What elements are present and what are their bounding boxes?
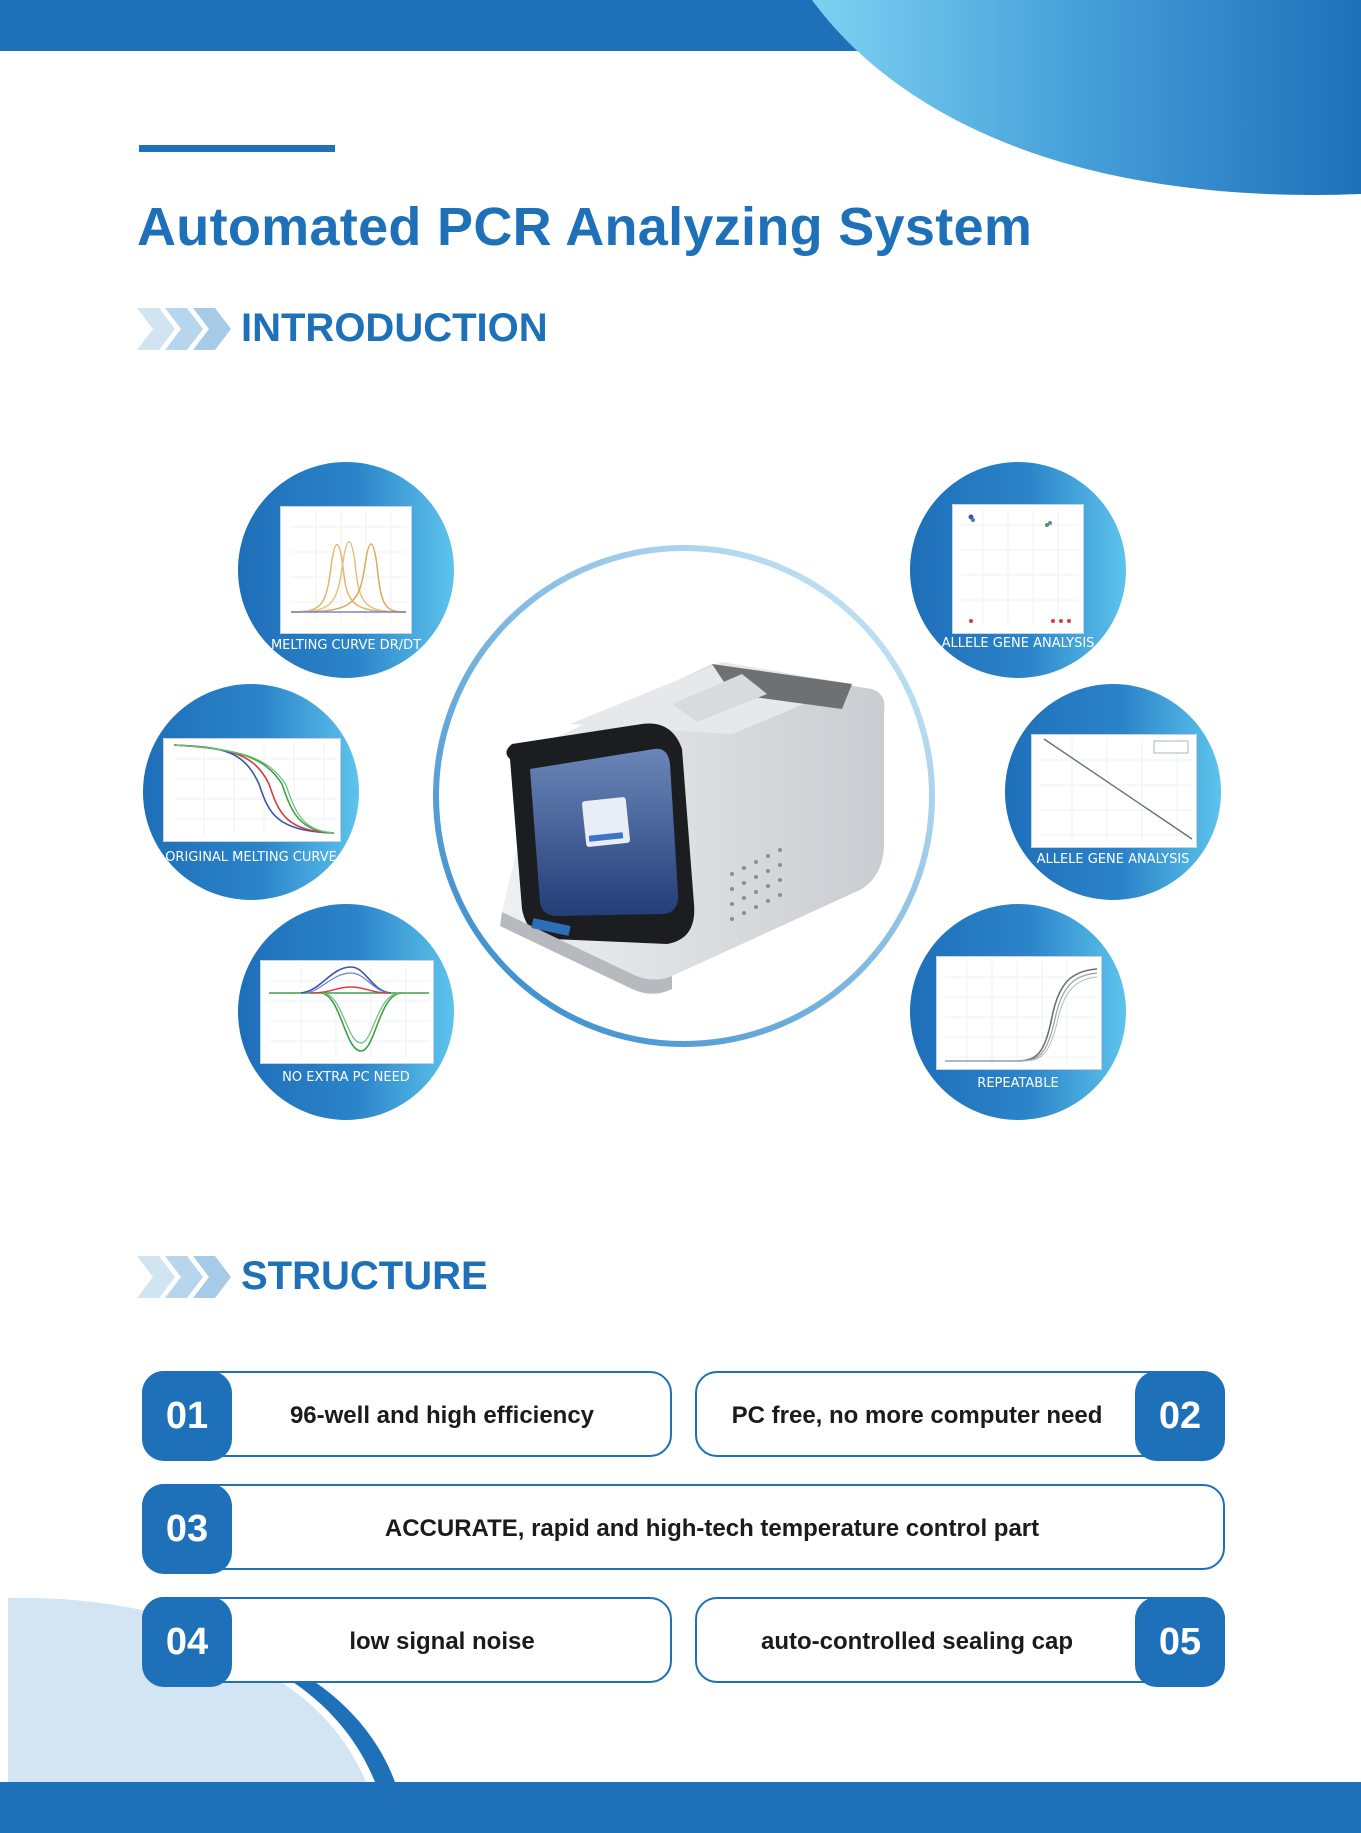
- structure-item-03: 03 ACCURATE, rapid and high-tech tempera…: [142, 1484, 1225, 1574]
- item-text: PC free, no more computer need: [731, 1402, 1103, 1429]
- feature-caption: ALLELE GENE ANALYSIS: [941, 636, 1095, 651]
- structure-item-04: 04 low signal noise: [142, 1597, 672, 1687]
- structure-item-05: auto-controlled sealing cap 05: [695, 1597, 1225, 1687]
- chevron-arrows-icon: [137, 1255, 231, 1298]
- feature-no-extra-pc: NO EXTRA PC NEED: [238, 904, 454, 1120]
- plot-allele-gene-scatter: [952, 504, 1084, 634]
- section-heading-label: STRUCTURE: [241, 1254, 488, 1298]
- bottom-decorative-swoosh: [8, 1597, 395, 1782]
- top-decorative-swoosh: [812, 0, 1361, 195]
- structure-item-01: 01 96-well and high efficiency: [142, 1371, 672, 1461]
- section-heading-structure: STRUCTURE: [137, 1254, 488, 1299]
- item-text: auto-controlled sealing cap: [760, 1628, 1074, 1655]
- item-text: low signal noise: [349, 1628, 535, 1655]
- section-heading-introduction: INTRODUCTION: [137, 306, 548, 351]
- title-accent-rule: [139, 145, 335, 152]
- page-title: Automated PCR Analyzing System: [137, 197, 1033, 257]
- feature-repeatable: REPEATABLE: [910, 904, 1126, 1120]
- plot-original-melting-curve: [163, 738, 341, 842]
- feature-caption: REPEATABLE: [977, 1076, 1059, 1091]
- item-number-badge: 03: [142, 1484, 232, 1574]
- item-text: ACCURATE, rapid and high-tech temperatur…: [384, 1515, 1040, 1542]
- feature-caption: ALLELE GENE ANALYSIS: [1036, 852, 1190, 867]
- item-number-badge: 01: [142, 1371, 232, 1461]
- device-hub: [432, 544, 936, 1048]
- feature-melting-curve-drdt: MELTING CURVE DR/DT: [238, 462, 454, 678]
- plot-allele-gene-linear: [1031, 734, 1197, 848]
- pcr-instrument-illustration: [433, 545, 935, 1047]
- feature-original-melting-curve: ORIGINAL MELTING CURVE: [143, 684, 359, 900]
- item-number-badge: 04: [142, 1597, 232, 1687]
- feature-allele-gene-analysis-scatter: ALLELE GENE ANALYSIS: [910, 462, 1126, 678]
- feature-caption: ORIGINAL MELTING CURVE: [165, 850, 337, 865]
- feature-caption: NO EXTRA PC NEED: [282, 1070, 410, 1085]
- plot-melting-curve-drdt: [280, 506, 412, 634]
- chevron-arrows-icon: [137, 307, 231, 350]
- bottom-banner-band: [0, 1782, 1361, 1833]
- plot-repeatable: [936, 956, 1102, 1070]
- structure-item-02: PC free, no more computer need 02: [695, 1371, 1225, 1461]
- section-heading-label: INTRODUCTION: [241, 306, 548, 350]
- plot-no-extra-pc: [260, 960, 434, 1064]
- item-text: 96-well and high efficiency: [289, 1402, 595, 1429]
- feature-allele-gene-analysis-linear: ALLELE GENE ANALYSIS: [1005, 684, 1221, 900]
- feature-caption: MELTING CURVE DR/DT: [270, 638, 422, 653]
- item-number-badge: 02: [1135, 1371, 1225, 1461]
- item-number-badge: 05: [1135, 1597, 1225, 1687]
